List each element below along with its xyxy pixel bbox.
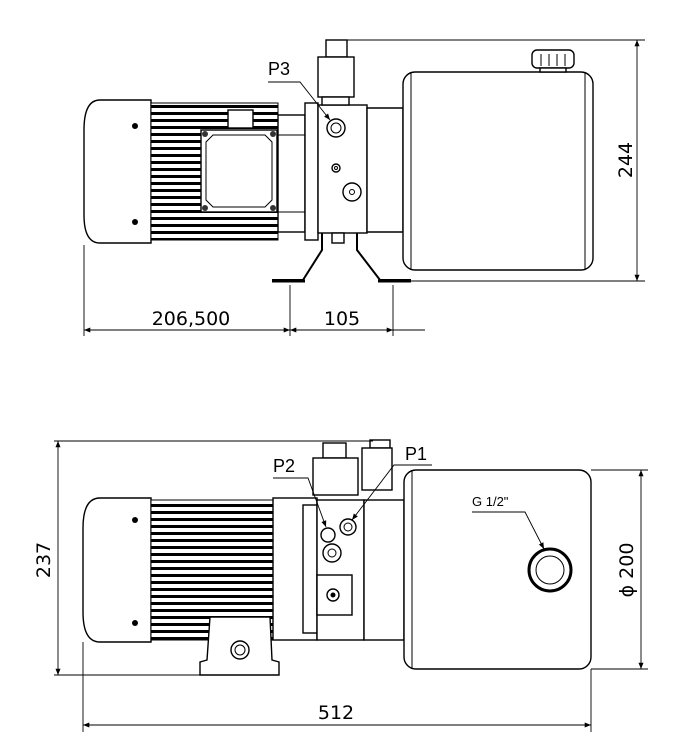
svg-text:ϕ 200: ϕ 200 (616, 543, 638, 598)
motor-fan-cap (82, 497, 152, 643)
top-view: P3 244 206,500 105 (83, 39, 645, 336)
oil-tank (402, 71, 594, 271)
solenoid-valve (317, 39, 355, 106)
dimension-height-237: 237 (33, 440, 373, 676)
tank-port (527, 547, 573, 593)
port-p2 (320, 527, 336, 543)
svg-text:105: 105 (324, 308, 360, 330)
side-view: P2 P1 G 1/2" 237 ϕ 200 512 (33, 439, 648, 732)
adapter (277, 114, 306, 233)
port-label-p1: P1 (405, 444, 427, 464)
pump-neck (366, 107, 404, 233)
svg-text:512: 512 (318, 702, 354, 724)
cable-gland (227, 109, 254, 129)
port-label-p3: P3 (268, 59, 290, 79)
pump-neck (363, 499, 405, 641)
dimension-height-244: 244 (335, 39, 645, 282)
svg-text:237: 237 (33, 542, 55, 578)
tank-port-label: G 1/2" (472, 494, 509, 509)
mounting-foot (272, 232, 411, 283)
port-p1 (339, 518, 357, 536)
solenoid-valve-p1 (361, 439, 393, 491)
port-p3 (326, 118, 346, 138)
motor (83, 99, 279, 244)
terminal-box (199, 616, 280, 676)
svg-text:206,500: 206,500 (152, 308, 231, 330)
svg-text:244: 244 (615, 142, 637, 178)
flange-plate (304, 102, 319, 241)
terminal-box (200, 129, 278, 213)
oil-tank (403, 469, 592, 670)
solenoid-valve-p2 (312, 442, 359, 496)
dimension-foot-spacing: 105 (290, 285, 425, 336)
solenoid-connector (325, 39, 348, 58)
screw-icon (132, 123, 138, 129)
screw-icon (132, 219, 138, 225)
port-label-p2: P2 (273, 456, 295, 476)
dimension-motor-offset: 206,500 (83, 245, 291, 336)
motor-fan-cap (83, 99, 152, 244)
dimension-tank-diameter: ϕ 200 (591, 469, 648, 670)
dimension-overall-length: 512 (82, 642, 592, 732)
filler-cap-icon (531, 49, 575, 73)
